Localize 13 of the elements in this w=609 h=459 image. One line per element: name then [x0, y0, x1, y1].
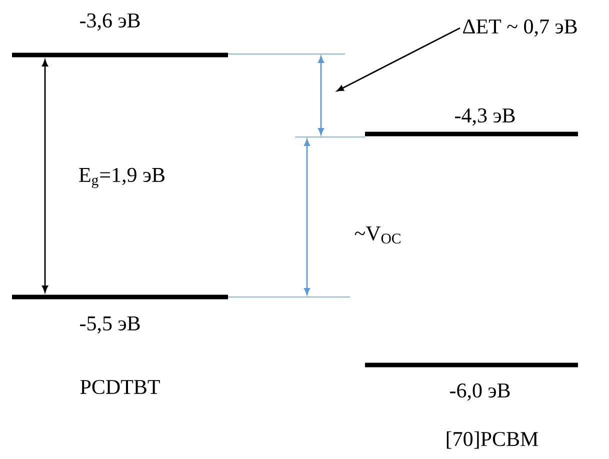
material-name: [70]PCBM: [446, 431, 538, 449]
energy-value: -6,0 эВ: [450, 383, 510, 401]
double-arrow: [304, 139, 310, 295]
energy-gap-arrow: [42, 60, 48, 292]
energy-value: -3,6 эВ: [80, 13, 140, 31]
edge-label: E$_{g}$=1,9 эВ: [77, 166, 167, 190]
double-arrow: [318, 56, 324, 135]
energy-value: -5,5 эВ: [80, 316, 140, 334]
energy-value: -4,3 эВ: [455, 108, 515, 126]
edge-label: ~V$_{OC}$: [353, 226, 403, 244]
leader-arrow: [336, 27, 460, 92]
material-name: PCDTBT: [80, 380, 160, 394]
annotation-text: ΔET ~ 0,7 эВ: [463, 19, 577, 37]
